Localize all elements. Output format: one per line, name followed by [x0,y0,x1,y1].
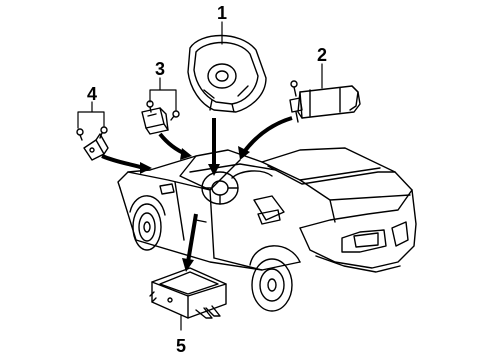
control-unit-module [149,267,227,319]
car-illustration [117,147,417,312]
callout-3: 3 [155,59,165,79]
pointer-arrows [101,116,293,263]
callout-2: 2 [317,45,327,65]
steering-airbag-module [187,34,267,113]
callout-5: 5 [176,336,186,356]
front-sensor-assembly [141,100,180,135]
callout-1: 1 [217,3,227,23]
callout-labels: 1 2 3 4 5 [87,3,327,356]
passenger-airbag-module [289,80,361,123]
leader-lines [77,21,323,331]
callout-4: 4 [87,84,97,104]
center-sensor-assembly [76,126,109,161]
arrow-heads [140,146,250,272]
